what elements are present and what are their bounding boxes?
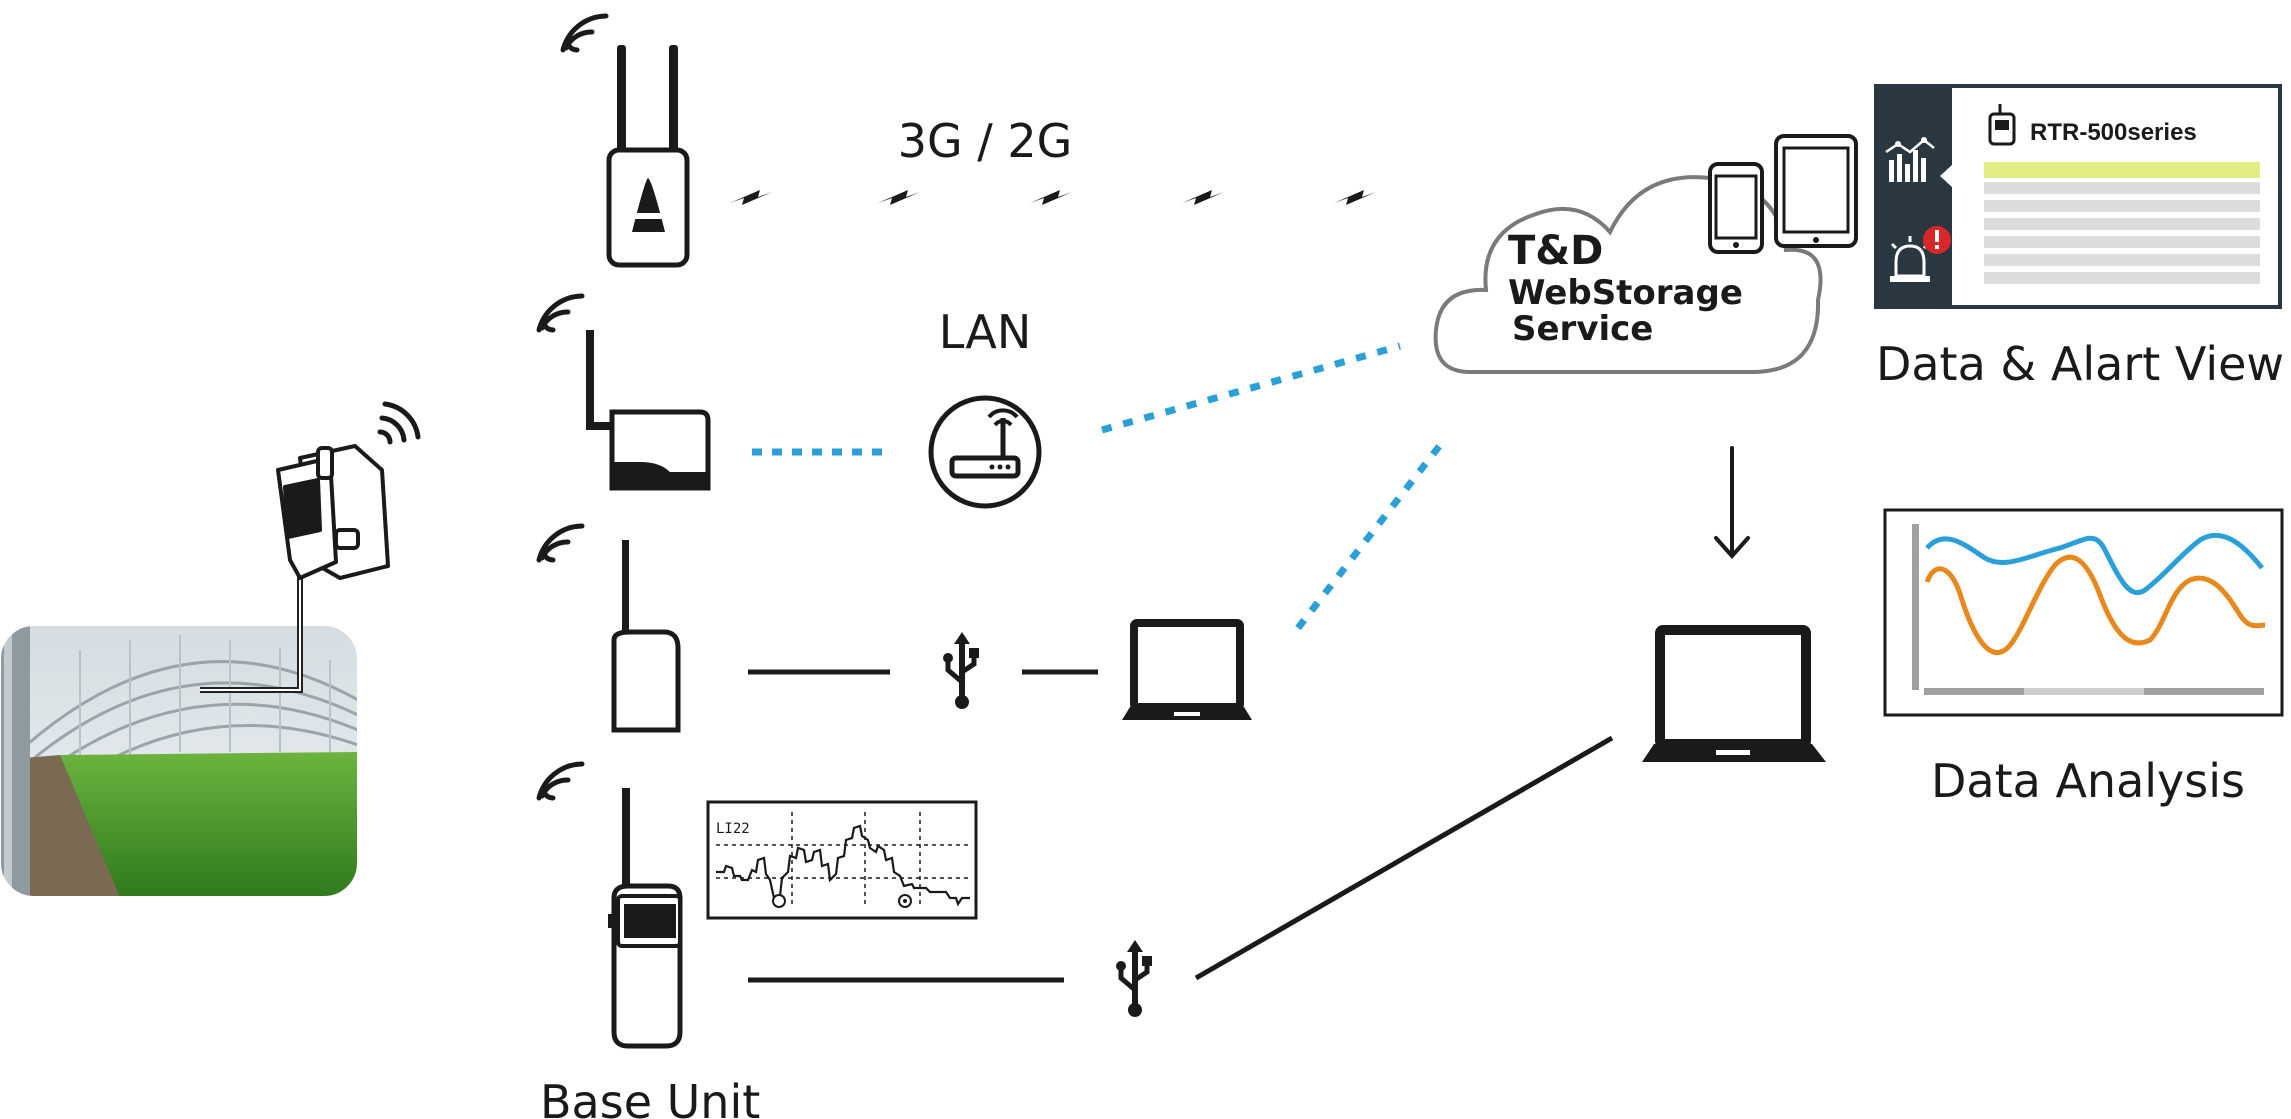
- base-unit-label: Base Unit: [540, 1075, 760, 1119]
- router-icon: [928, 395, 1042, 509]
- wireless-icon: [560, 13, 609, 53]
- wireless-icon: [377, 401, 421, 445]
- router-cloud-link: [1101, 342, 1401, 434]
- cellular-link: [730, 190, 1376, 205]
- data-analysis-label: Data Analysis: [1931, 754, 2245, 808]
- data-alert-view-label: Data & Alart View: [1876, 337, 2284, 391]
- usb-base-unit-icon: [611, 540, 681, 733]
- laptop-icon: [1642, 625, 1826, 762]
- wireless-icon: [536, 523, 585, 563]
- antenna-base-unit-icon: [606, 45, 690, 268]
- usb-to-pc-link: [1194, 735, 1614, 981]
- logger-icon: [276, 444, 390, 580]
- cloud-subtitle: WebStorage: [1508, 273, 1743, 313]
- usb-icon: [943, 632, 979, 709]
- data-analysis-chart: [1883, 508, 2284, 717]
- smartphone-icon: [1708, 162, 1764, 254]
- tablet-icon: [1774, 134, 1858, 248]
- pc-cloud-link: [1295, 437, 1447, 631]
- usb-icon: [1116, 940, 1152, 1017]
- chart-icon: [1885, 137, 1935, 182]
- device-display-code: LI22: [716, 821, 750, 837]
- lan-base-unit-icon: [586, 330, 711, 491]
- download-arrow-icon: [1714, 446, 1750, 560]
- lan-label: LAN: [939, 305, 1032, 359]
- cloud-title: T&D: [1508, 228, 1603, 274]
- data-alert-view-screen: RTR-500series: [1874, 84, 2282, 309]
- logger-small-icon: [1988, 104, 2016, 146]
- handheld-base-unit-icon: [608, 788, 683, 1049]
- wireless-icon: [536, 293, 585, 333]
- alarm-icon: [1890, 226, 1951, 282]
- laptop-icon: [1122, 619, 1252, 720]
- cloud-subtitle-2: Service: [1512, 309, 1653, 349]
- wireless-icon: [536, 761, 585, 801]
- device-display: LI22: [706, 800, 978, 920]
- cellular-label: 3G / 2G: [898, 114, 1073, 168]
- screen-product-name: RTR-500series: [2030, 119, 2197, 146]
- greenhouse-photo: [0, 625, 358, 897]
